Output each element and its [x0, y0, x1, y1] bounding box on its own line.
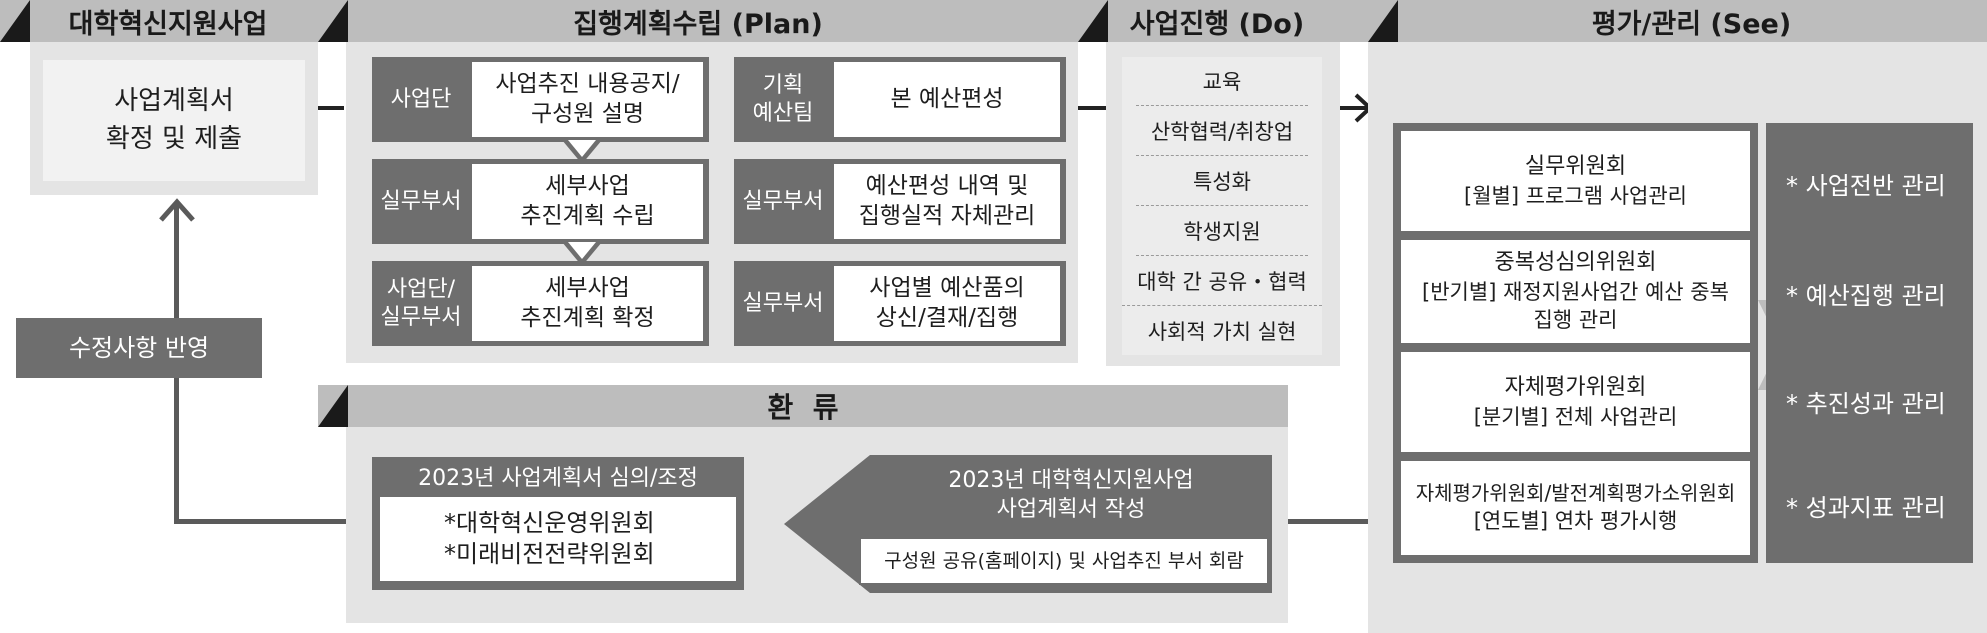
plan-left-row-1-text: 사업추진 내용공지/ 구성원 설명 — [472, 62, 703, 137]
committee-box: 자체평가위원회 [분기별] 전체 사업관리 — [1401, 352, 1750, 452]
text-line: 본 예산편성 — [890, 85, 1004, 112]
connector-plan-do — [1078, 106, 1106, 110]
committee-detail: [월별] 프로그램 사업관리 — [1464, 183, 1687, 208]
plan-right-row-1: 기획 예산팀 본 예산편성 — [734, 57, 1066, 142]
text-line: 사업별 예산품의 — [869, 274, 1025, 301]
program-box-line1: 사업계획서 — [114, 85, 234, 116]
committee-box: 자체평가위원회/발전계획평가소위원회 [연도별] 연차 평가시행 — [1401, 461, 1750, 555]
header-flag-icon — [318, 385, 348, 427]
management-item: * 예산집행 관리 — [1786, 281, 1946, 310]
committee-name: 자체평가위원회 — [1504, 374, 1647, 400]
management-item: * 추진성과 관리 — [1786, 389, 1946, 418]
plan-left-row-1: 사업단 사업추진 내용공지/ 구성원 설명 — [372, 57, 709, 142]
management-item: * 사업전반 관리 — [1786, 171, 1946, 200]
committee-detail: [반기별] 재정지원사업간 예산 중복 — [1422, 280, 1729, 304]
draft-title-line: 사업계획서 작성 — [996, 497, 1146, 522]
do-item: 교육 — [1136, 57, 1308, 106]
header-flag-icon — [1368, 0, 1398, 42]
text-line: 세부사업 — [545, 172, 630, 199]
text-line: 예산편성 내역 및 — [865, 172, 1029, 199]
committee-line: *미래비전전략위원회 — [444, 540, 655, 568]
management-column: * 사업전반 관리 * 예산집행 관리 * 추진성과 관리 * 성과지표 관리 — [1766, 123, 1973, 563]
text-line: 집행실적 자체관리 — [858, 202, 1036, 229]
committee-line: *대학혁신운영위원회 — [444, 508, 655, 537]
feedback-line-horizontal — [174, 519, 374, 524]
text-line: 추진계획 확정 — [520, 304, 655, 331]
committee-box: 중복성심의위원회 [반기별] 재정지원사업간 예산 중복 집행 관리 — [1401, 240, 1750, 343]
label-line: 실무부서 — [742, 188, 824, 214]
label-line: 기획 — [762, 73, 804, 98]
do-item: 사회적 가치 실현 — [1147, 319, 1297, 344]
text-line: 상신/결재/집행 — [875, 304, 1019, 331]
label-line: 실무부서 — [380, 304, 462, 330]
program-box: 사업계획서 확정 및 제출 — [43, 60, 305, 181]
label-line: 예산팀 — [752, 100, 814, 126]
plan-right-row-3-text: 사업별 예산품의 상신/결재/집행 — [834, 266, 1060, 341]
committee-name: 중복성심의위원회 — [1494, 250, 1657, 276]
plan-right-row-2-text: 예산편성 내역 및 집행실적 자체관리 — [834, 164, 1060, 239]
see-header: 평가/관리 (See) — [1340, 0, 1987, 42]
connector-do-see — [1340, 106, 1368, 110]
feedback-header: 환 류 — [318, 385, 1288, 427]
plan-right-row-1-label: 기획 예산팀 — [734, 57, 832, 142]
plan-right-row-3: 실무부서 사업별 예산품의 상신/결재/집행 — [734, 261, 1066, 346]
committee-box: 실무위원회 [월별] 프로그램 사업관리 — [1401, 131, 1750, 231]
draft-title-line: 2023년 대학혁신지원사업 — [948, 468, 1194, 494]
connector-program-plan — [318, 106, 344, 110]
plan-right-row-1-text: 본 예산편성 — [834, 62, 1060, 137]
plan-left-row-3-text: 세부사업 추진계획 확정 — [472, 266, 703, 341]
text-line: 세부사업 — [545, 274, 630, 301]
feedback-review-content: *대학혁신운영위원회 *미래비전전략위원회 — [380, 497, 736, 581]
text-line: 구성원 설명 — [530, 100, 645, 127]
plan-title: 집행계획수립 (Plan) — [573, 8, 823, 40]
label-line: 사업단/ — [386, 277, 456, 302]
management-item: * 성과지표 관리 — [1786, 493, 1946, 522]
plan-header: 집행계획수립 (Plan) — [318, 0, 1078, 42]
program-box-line2: 확정 및 제출 — [105, 123, 243, 154]
feedback-draft-box: 구성원 공유(홈페이지) 및 사업추진 부서 회람 — [859, 537, 1269, 585]
plan-right-row-3-label: 실무부서 — [734, 261, 832, 346]
plan-right-row-2: 실무부서 예산편성 내역 및 집행실적 자체관리 — [734, 159, 1066, 244]
header-flag-icon — [0, 0, 30, 42]
committee-name: 실무위원회 — [1524, 153, 1627, 179]
do-item: 특성화 — [1136, 156, 1308, 206]
committee-detail: [연도별] 연차 평가시행 — [1473, 509, 1678, 534]
do-list: 교육 산학협력/취창업 특성화 학생지원 대학 간 공유・협력 사회적 가치 실… — [1122, 57, 1322, 355]
program-header: 대학혁신지원사업 — [0, 0, 318, 42]
text-line: 추진계획 수립 — [520, 202, 655, 229]
plan-left-row-2: 실무부서 세부사업 추진계획 수립 — [372, 159, 709, 244]
revision-label: 수정사항 반영 — [16, 318, 262, 378]
do-item: 학생지원 — [1136, 206, 1308, 256]
do-item: 대학 간 공유・협력 — [1122, 256, 1322, 306]
plan-left-row-3: 사업단/ 실무부서 세부사업 추진계획 확정 — [372, 261, 709, 346]
header-flag-icon — [1078, 0, 1108, 42]
label-line: 사업단 — [390, 86, 452, 112]
feedback-title: 환 류 — [767, 391, 839, 424]
down-arrow-icon — [562, 140, 602, 164]
feedback-review-title: 2023년 사업계획서 심의/조정 — [418, 466, 698, 491]
see-feedback-line — [1288, 519, 1372, 524]
committee-name: 자체평가위원회/발전계획평가소위원회 — [1415, 481, 1736, 506]
program-title: 대학혁신지원사업 — [68, 8, 268, 40]
label-line: 실무부서 — [742, 290, 824, 316]
plan-right-row-2-label: 실무부서 — [734, 159, 832, 244]
committee-detail: [분기별] 전체 사업관리 — [1473, 404, 1678, 429]
plan-left-row-2-label: 실무부서 — [372, 159, 470, 244]
program-section: 대학혁신지원사업 사업계획서 확정 및 제출 — [0, 0, 318, 195]
committee-detail: 집행 관리 — [1533, 308, 1618, 333]
text-line: 사업추진 내용공지/ — [495, 70, 680, 97]
arrow-up-icon — [159, 198, 195, 222]
down-arrow-icon — [562, 242, 602, 266]
feedback-review-box: 2023년 사업계획서 심의/조정 *대학혁신운영위원회 *미래비전전략위원회 — [372, 457, 744, 590]
header-flag-icon — [318, 0, 348, 42]
do-item: 산학협력/취창업 — [1136, 106, 1308, 156]
label-line: 실무부서 — [380, 188, 462, 214]
feedback-draft-title: 2023년 대학혁신지원사업 사업계획서 작성 — [870, 462, 1272, 530]
do-title: 사업진행 (Do) — [1129, 8, 1305, 40]
do-header: 사업진행 (Do) — [1078, 0, 1340, 42]
plan-left-row-3-label: 사업단/ 실무부서 — [372, 261, 470, 346]
plan-left-row-1-label: 사업단 — [372, 57, 470, 142]
plan-left-row-2-text: 세부사업 추진계획 수립 — [472, 164, 703, 239]
see-title: 평가/관리 (See) — [1591, 8, 1792, 40]
